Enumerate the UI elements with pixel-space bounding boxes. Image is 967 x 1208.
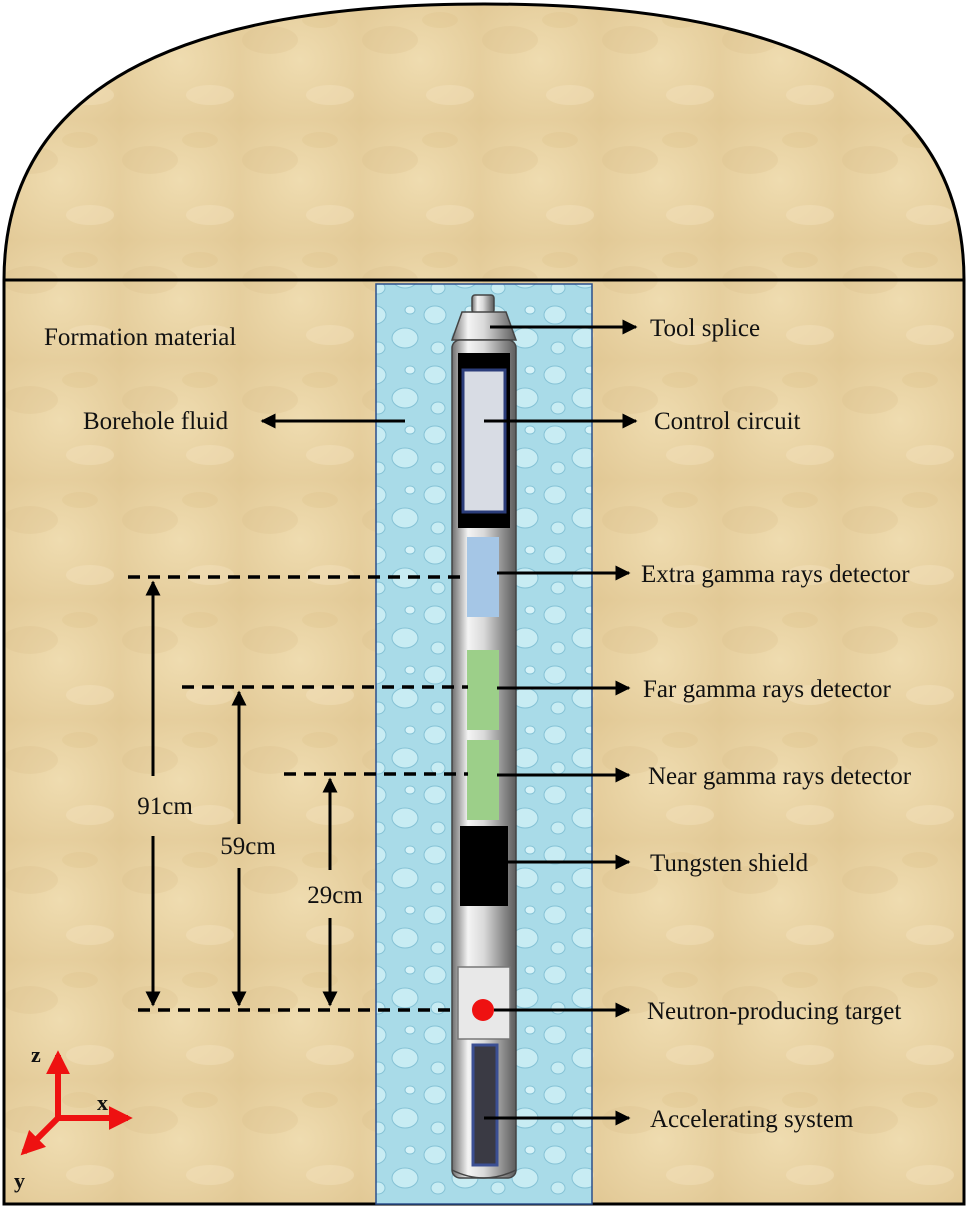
accelerating-system xyxy=(471,1043,499,1167)
tool-splice-label: Tool splice xyxy=(650,315,760,342)
near-detector-label: Near gamma rays detector xyxy=(648,763,912,790)
extra-gamma-detector xyxy=(467,537,499,617)
accelerating-system-label: Accelerating system xyxy=(650,1106,854,1133)
far-detector-label: Far gamma rays detector xyxy=(643,676,891,703)
near-gamma-detector xyxy=(467,740,499,820)
dim-29-label: 29cm xyxy=(307,882,363,909)
formation-material-label: Formation material xyxy=(44,324,236,351)
target-block xyxy=(457,966,511,1040)
control-circuit-label: Control circuit xyxy=(654,408,801,435)
extra-detector-label: Extra gamma rays detector xyxy=(641,561,910,588)
tungsten-shield-label: Tungsten shield xyxy=(650,850,809,877)
borehole-fluid-label: Borehole fluid xyxy=(83,408,229,435)
neutron-target-dot xyxy=(472,999,494,1021)
coordinate-axes xyxy=(20,1050,133,1156)
axis-y-label: y xyxy=(14,1168,25,1193)
control-circuit xyxy=(461,368,507,514)
tungsten-shield xyxy=(460,826,508,906)
axis-x-label: x xyxy=(97,1090,108,1115)
far-gamma-detector xyxy=(467,650,499,730)
neutron-target-label: Neutron-producing target xyxy=(647,998,901,1025)
dim-59-label: 59cm xyxy=(220,833,276,860)
axis-z-label: z xyxy=(31,1042,41,1067)
dim-91-label: 91cm xyxy=(137,793,193,820)
